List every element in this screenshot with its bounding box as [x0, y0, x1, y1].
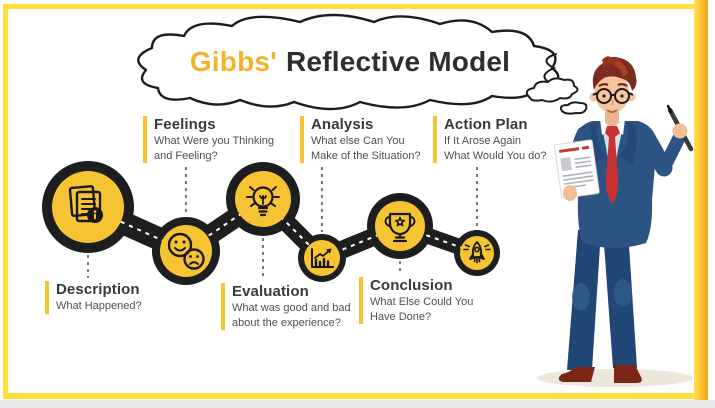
emotions-icon	[167, 232, 205, 270]
shoe-right	[614, 365, 642, 383]
frame-border-top	[3, 4, 708, 9]
hair	[592, 56, 637, 91]
hand-holding-paper	[563, 185, 577, 201]
stage-question: What was good and bad about the experien…	[232, 302, 351, 329]
outer-margin-strip	[0, 400, 715, 408]
tie	[605, 126, 620, 204]
stage-name: Action Plan	[444, 116, 528, 133]
stage-question: What Happened?	[56, 300, 142, 313]
stage-label-feelings: Feelings What Were you Thinking and Feel…	[143, 116, 274, 163]
stage-question: What else Can You Make of the Situation?	[311, 135, 421, 162]
frame-border-left	[3, 4, 8, 394]
title-reflective-model: Reflective Model	[286, 46, 511, 77]
frame-border-bottom	[3, 393, 708, 399]
document-info-icon	[68, 185, 103, 223]
stage-question: If It Arose Again What Would You do?	[444, 135, 547, 162]
lightbulb-icon	[246, 186, 280, 217]
thought-squiggle	[543, 53, 557, 85]
stage-label-conclusion: Conclusion What Else Could You Have Done…	[359, 277, 473, 324]
trophy-icon	[384, 212, 416, 243]
stage-name: Description	[56, 281, 140, 298]
stage-question: What Were you Thinking and Feeling?	[154, 135, 275, 162]
businessman-illustration	[537, 56, 694, 387]
smile	[606, 109, 618, 113]
thought-puff-small	[559, 101, 588, 115]
stage-label-evaluation: Evaluation What was good and bad about t…	[221, 283, 351, 330]
rocket-icon	[463, 241, 491, 264]
document-in-hand	[554, 139, 600, 199]
stage-label-action-plan: Action Plan If It Arose Again What Would…	[433, 116, 547, 163]
page-title: Gibbs' Reflective Model	[135, 46, 565, 78]
frame-border-right	[694, 0, 708, 400]
stage-label-description: Description What Happened?	[45, 281, 142, 314]
stage-name: Analysis	[311, 116, 374, 133]
growth-chart-icon	[311, 248, 334, 269]
title-gibbs: Gibbs'	[189, 46, 278, 77]
stage-label-analysis: Analysis What else Can You Make of the S…	[300, 116, 420, 163]
glasses	[592, 92, 634, 96]
stage-name: Conclusion	[370, 277, 453, 294]
shoe-left	[558, 367, 595, 382]
stage-name: Feelings	[154, 116, 216, 133]
thought-puff-large	[525, 77, 579, 103]
stage-question: What Else Could You Have Done?	[370, 296, 474, 323]
hand-fist	[672, 123, 688, 139]
title-cloud	[137, 13, 588, 115]
process-chain	[42, 161, 500, 285]
stage-name: Evaluation	[232, 283, 309, 300]
